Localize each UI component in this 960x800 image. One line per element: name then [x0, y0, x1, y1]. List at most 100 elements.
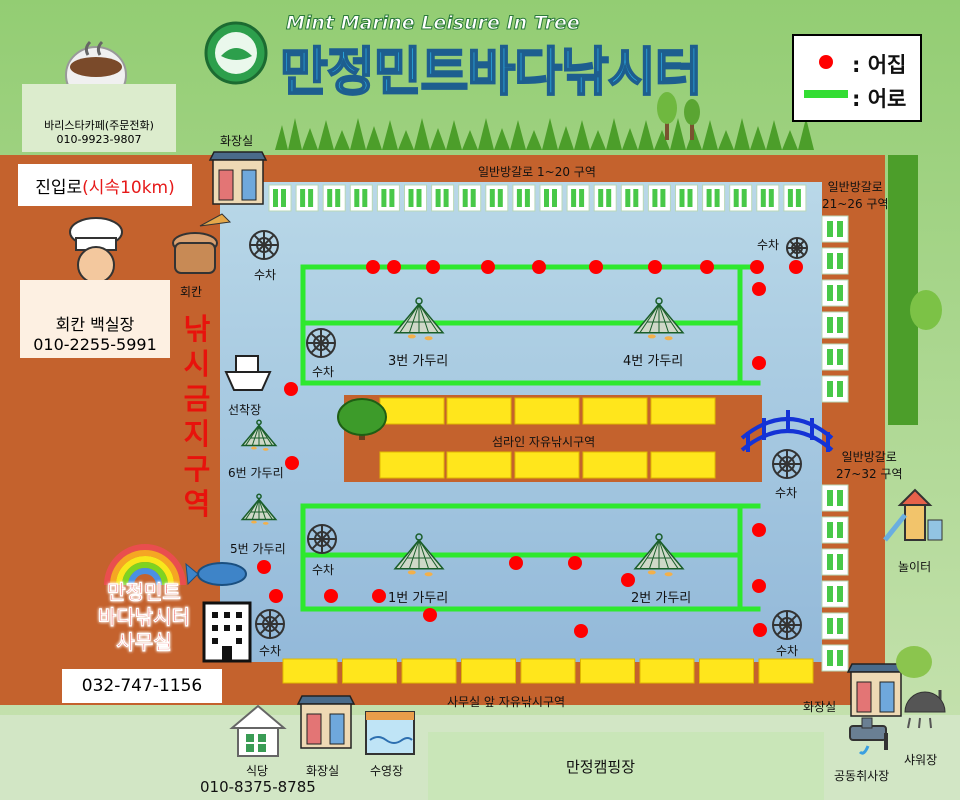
bungalow-icon: [593, 184, 617, 212]
fishing-platform: [514, 397, 580, 425]
legend-path-swatch: [804, 90, 848, 98]
bungalow-icon: [349, 184, 373, 212]
east-bottom-line1: 일반방갈로: [841, 450, 897, 464]
fishing-platform: [650, 451, 716, 479]
fishing-platform: [580, 658, 635, 684]
kitchen-label: 공동취사장: [834, 769, 890, 783]
manager-phone: 010-2255-5991: [33, 335, 157, 354]
fish-net-marker: [621, 573, 635, 587]
bungalow-icon: [376, 184, 400, 212]
shower-icon: [904, 690, 946, 729]
playground-icon: [883, 488, 943, 542]
camping-area: [428, 732, 824, 800]
pool-icon: [365, 711, 415, 755]
fish-trap-icon: [633, 533, 685, 577]
bungalow-icon: [512, 184, 536, 212]
fishing-platform: [401, 658, 457, 684]
bungalow-icon: [821, 548, 849, 576]
bungalow-icon: [647, 184, 671, 212]
fish-net-marker: [426, 260, 440, 274]
east-bottom-line2: 27~32 구역: [836, 467, 903, 481]
dock-label: 선착장: [228, 403, 262, 417]
header-subtitle: Mint Marine Leisure In Tree: [286, 12, 581, 35]
cafe-box: 바리스타카페(주문전화) 010-9923-9807: [22, 84, 176, 152]
page-title: 만정민트바다낚시터: [279, 42, 704, 104]
waterwheel-icon: [786, 237, 808, 259]
restroom-label-top: 화장실: [220, 134, 254, 148]
bridge-icon: [740, 410, 834, 452]
fish-net-marker: [789, 260, 803, 274]
fishing-platform: [582, 397, 648, 425]
fish-trap-icon: [240, 493, 278, 525]
restroom-label-bottom: 화장실: [306, 764, 340, 778]
bungalow-icon: [702, 184, 726, 212]
fish-net-marker: [387, 260, 401, 274]
east-top-line1: 일반방갈로: [827, 180, 883, 194]
fishing-platform: [582, 451, 648, 479]
restroom-building-icon: [208, 151, 268, 205]
fish-net-marker: [752, 523, 766, 537]
fish-net-marker: [568, 556, 582, 570]
island-fishing-platforms: [379, 397, 716, 479]
restroom-building-icon: [846, 663, 906, 717]
fish-trap-icons: [240, 297, 685, 577]
restroom-building-icon: [296, 695, 356, 749]
fishing-platform: [639, 658, 695, 684]
waterwheel-label: 수차: [312, 365, 335, 379]
fish-trap-icon: [393, 297, 445, 341]
waterwheel-icon: [255, 609, 285, 639]
tree-icon-side: [896, 290, 942, 678]
fish-net-marker: [532, 260, 546, 274]
bungalow-icon: [539, 184, 563, 212]
fish-net-marker: [324, 589, 338, 603]
waterwheel-label: 수차: [312, 563, 335, 577]
cafe-phone: 010-9923-9807: [56, 133, 142, 146]
bungalow-icon: [566, 184, 590, 212]
bungalow-icon: [821, 375, 849, 403]
restaurant-phone: 010-8375-8785: [200, 778, 316, 796]
east-top-line2: 21~26 구역: [822, 197, 889, 211]
cafe-name: 바리스타카페(주문전화): [44, 119, 154, 132]
fishing-platform: [282, 658, 338, 684]
fish-basket-icon: [172, 213, 232, 274]
fishing-platform: [650, 397, 716, 425]
office-name-line1: 만정민트: [107, 580, 181, 605]
restroom-label-right: 화장실: [803, 700, 837, 714]
north-section-label: 일반방갈로 1~20 구역: [478, 165, 596, 179]
fish-trap-3-label: 3번 가두리: [388, 354, 449, 369]
bungalow-icon: [675, 184, 698, 212]
fish-trap-icon: [240, 419, 278, 451]
ship-icon: [224, 355, 272, 391]
fish-icon: [185, 562, 247, 586]
fish-trap-4-label: 4번 가두리: [623, 354, 684, 369]
waterwheel-icon: [772, 610, 802, 640]
bungalow-icon: [729, 184, 753, 212]
fishing-platform: [758, 658, 814, 684]
waterwheel-label: 수차: [259, 644, 282, 658]
fish-net-marker: [366, 260, 380, 274]
office-phone-box: 032-747-1156: [62, 669, 222, 703]
south-section-label: 사무실 앞 자유낚시구역: [447, 695, 566, 709]
tree-icon-top: [657, 92, 700, 140]
fishing-platform: [699, 658, 754, 684]
bungalow-icon: [821, 215, 849, 243]
bungalow-icon: [821, 484, 849, 512]
fish-net-marker: [700, 260, 714, 274]
fishing-platform: [514, 451, 580, 479]
office-name-line3: 사무실: [116, 630, 172, 655]
fishing-platform: [342, 658, 397, 684]
house-icon: [229, 704, 287, 757]
fish-net-marker: [372, 589, 386, 603]
logo-icon: [204, 21, 268, 85]
island-section-label: 섬라인 자유낚시구역: [492, 435, 596, 449]
fish-net-marker: [285, 456, 299, 470]
sashimi-room-label: 회칸: [180, 285, 203, 299]
bungalow-icon: [821, 247, 849, 275]
entrance-speed: (시속10km): [82, 177, 175, 198]
camping-label: 만정캠핑장: [566, 758, 636, 776]
faucet-icon: [849, 717, 888, 755]
pool-label: 수영장: [370, 764, 404, 778]
playground-label: 놀이터: [898, 560, 932, 574]
legend-box: [792, 34, 922, 122]
tree-icon: [337, 398, 387, 440]
